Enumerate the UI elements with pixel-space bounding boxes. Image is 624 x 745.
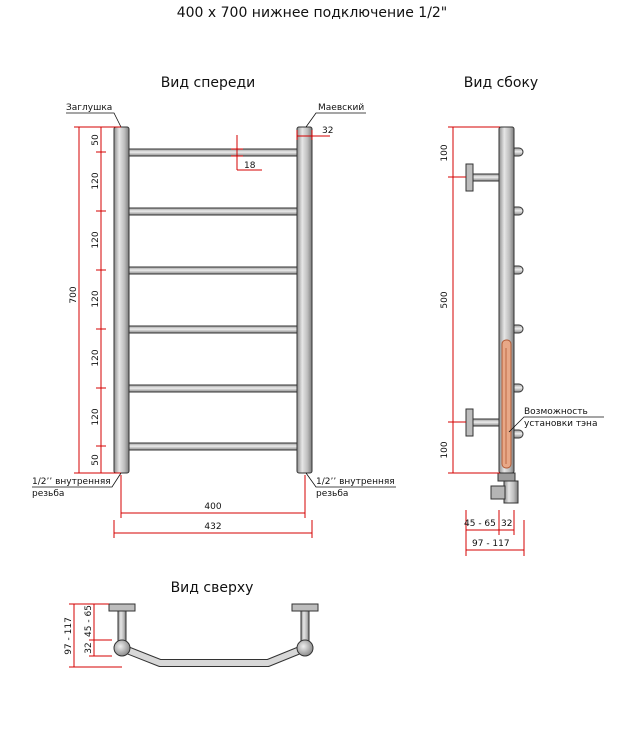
top-offset-value: 45 - 65 bbox=[84, 605, 94, 637]
spacing-top-value: 50 bbox=[91, 134, 101, 146]
mayevsky-leader bbox=[305, 112, 366, 128]
side-pipe-value: 32 bbox=[501, 519, 512, 529]
heater-label-line2: установки тэна bbox=[524, 419, 597, 429]
spacing-3-value: 120 bbox=[91, 290, 101, 307]
side-view: Вид сбоку Возмо bbox=[440, 75, 604, 556]
top-view-heading: Вид сверху bbox=[171, 580, 254, 596]
top-total-depth-value: 97 - 117 bbox=[64, 617, 74, 655]
top-mount-right bbox=[291, 603, 319, 657]
total-height-value: 700 bbox=[69, 286, 79, 303]
thread-left-label-line2: резьба bbox=[32, 489, 64, 499]
bottom-connector bbox=[490, 472, 519, 504]
width-400-value: 400 bbox=[204, 502, 221, 512]
width-432-value: 432 bbox=[204, 522, 221, 532]
towel-bar bbox=[125, 384, 303, 393]
front-view-heading: Вид спереди bbox=[161, 75, 256, 91]
top-bar bbox=[120, 645, 307, 666]
heater-label-line1: Возможность bbox=[524, 407, 588, 417]
heating-element bbox=[501, 339, 512, 469]
side-offset-value: 45 - 65 bbox=[464, 519, 496, 529]
wall-mount-top bbox=[465, 163, 500, 192]
towel-bar bbox=[125, 207, 303, 216]
towel-bar bbox=[125, 266, 303, 275]
plug-leader bbox=[66, 112, 122, 128]
spacing-5-value: 120 bbox=[91, 408, 101, 425]
bar-diameter-value: 18 bbox=[244, 161, 256, 171]
plug-label: Заглушка bbox=[66, 103, 112, 113]
spacing-4-value: 120 bbox=[91, 349, 101, 366]
spacing-1-value: 120 bbox=[91, 172, 101, 189]
thread-right-label-line2: резьба bbox=[316, 489, 348, 499]
spacing-ticks bbox=[96, 126, 106, 474]
right-riser-pipe bbox=[296, 126, 313, 474]
wall-mount-bottom bbox=[465, 408, 500, 437]
front-view: Вид спереди Заглушка Маевский 32 18 bbox=[32, 75, 396, 538]
towel-bar bbox=[125, 325, 303, 334]
side-top-offset-value: 100 bbox=[440, 144, 450, 161]
side-total-depth-value: 97 - 117 bbox=[472, 539, 510, 549]
top-view: Вид сверху 97 - 117 45 - 65 32 bbox=[64, 580, 319, 668]
towel-bars bbox=[125, 148, 303, 451]
side-mount-spacing-value: 500 bbox=[440, 291, 450, 308]
towel-bar bbox=[125, 442, 303, 451]
thread-right-label-line1: 1/2’’ внутренняя bbox=[316, 477, 395, 487]
heater-leader bbox=[508, 416, 604, 433]
top-mount-left bbox=[108, 603, 136, 657]
side-view-heading: Вид сбоку bbox=[464, 75, 538, 91]
towel-bar bbox=[125, 148, 303, 157]
thread-left-leader bbox=[32, 472, 122, 488]
thread-right-leader bbox=[305, 472, 396, 488]
page-title: 400 x 700 нижнее подключение 1/2" bbox=[177, 5, 448, 21]
mayevsky-label: Маевский bbox=[318, 103, 364, 113]
left-riser-pipe bbox=[113, 126, 130, 474]
side-bottom-offset-value: 100 bbox=[440, 441, 450, 458]
spacing-2-value: 120 bbox=[91, 231, 101, 248]
spacing-bottom-value: 50 bbox=[91, 454, 101, 466]
pipe-diameter-value: 32 bbox=[322, 126, 333, 136]
top-pipe-value: 32 bbox=[84, 642, 94, 653]
thread-left-label-line1: 1/2’’ внутренняя bbox=[32, 477, 111, 487]
